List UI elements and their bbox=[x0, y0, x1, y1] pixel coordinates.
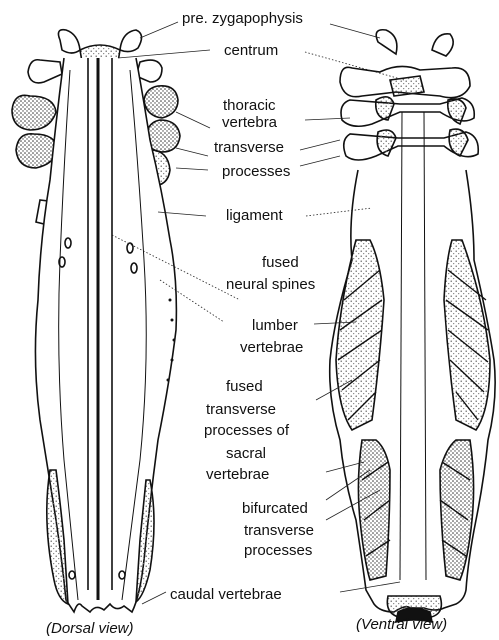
ventral-view-drawing bbox=[330, 30, 495, 622]
label-fused-neural-spines-line1: fused bbox=[262, 254, 299, 271]
caption-ventral-view: (Ventral view) bbox=[356, 616, 447, 633]
label-fused-transverse-line4: sacral bbox=[226, 445, 266, 462]
label-thoracic-vertebra-line1: thoracic bbox=[223, 97, 276, 114]
label-bifurcated-line1: bifurcated bbox=[242, 500, 308, 517]
label-fused-transverse-line5: vertebrae bbox=[206, 466, 269, 483]
label-fused-transverse-line1: fused bbox=[226, 378, 263, 395]
label-pre-zygapophysis: pre. zygapophysis bbox=[182, 10, 303, 27]
label-bifurcated-line3: processes bbox=[244, 542, 312, 559]
label-fused-transverse-line2: transverse bbox=[206, 401, 276, 418]
label-lumber-vertebrae-line1: lumber bbox=[252, 317, 298, 334]
label-lumber-vertebrae-line2: vertebrae bbox=[240, 339, 303, 356]
dorsal-view-drawing bbox=[12, 30, 180, 612]
label-fused-neural-spines-line2: neural spines bbox=[226, 276, 315, 293]
label-caudal-vertebrae: caudal vertebrae bbox=[170, 586, 282, 603]
label-bifurcated-line2: transverse bbox=[244, 522, 314, 539]
label-transverse-processes-line1: transverse bbox=[214, 139, 284, 156]
label-centrum: centrum bbox=[224, 42, 278, 59]
label-ligament: ligament bbox=[226, 207, 283, 224]
label-transverse-processes-line2: processes bbox=[222, 163, 290, 180]
label-thoracic-vertebra-line2: vertebra bbox=[222, 114, 277, 131]
label-fused-transverse-line3: processes of bbox=[204, 422, 289, 439]
caption-dorsal-view: (Dorsal view) bbox=[46, 620, 134, 637]
